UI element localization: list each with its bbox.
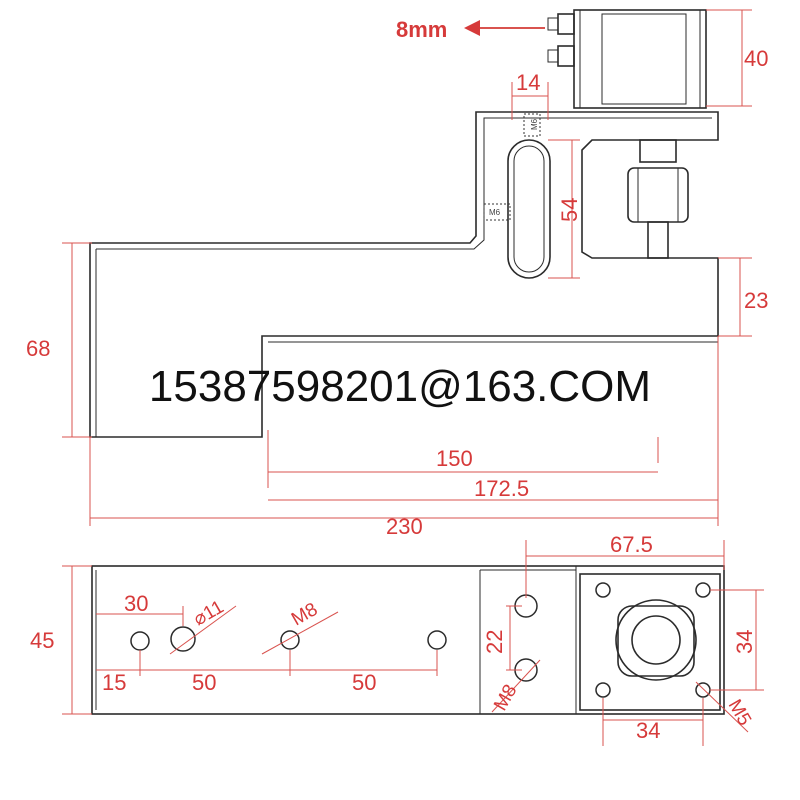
hole-15 — [130, 631, 150, 651]
length-150-dim: 150 — [436, 446, 473, 471]
m8-thread-dim: M8 — [288, 599, 321, 630]
spacing-34h-dim: 34 — [636, 718, 660, 743]
cylinder-height-dim: 40 — [744, 46, 768, 71]
center-boss-outer — [615, 599, 697, 681]
vertical-slot — [507, 139, 551, 279]
hole-11 — [170, 626, 196, 652]
mount-plate — [579, 573, 721, 711]
length-172-dim: 172.5 — [474, 476, 529, 501]
foot-height-dim: 23 — [744, 288, 768, 313]
bracket-inner — [96, 117, 712, 250]
email-watermark: 15387598201@163.COM — [148, 362, 652, 411]
length-230-dim: 230 — [386, 514, 423, 539]
offset-15-dim: 15 — [102, 670, 126, 695]
top-view: 45 30 ⌀11 M8 15 50 50 22 M8 67.5 — [30, 532, 764, 746]
offset-30-dim: 30 — [124, 591, 148, 616]
thread-mark-side — [483, 203, 511, 221]
hole-m5-tl — [595, 582, 611, 598]
m6-label-top: M6 — [530, 118, 539, 130]
hole-m5-br — [695, 682, 711, 698]
side-view: M6 M6 8mm 40 — [26, 9, 768, 539]
m6-label-side: M6 — [489, 208, 501, 217]
m5-thread-dim: M5 — [724, 696, 755, 729]
spacing-22-dim: 22 — [482, 630, 507, 654]
spacing-50b-dim: 50 — [352, 670, 376, 695]
spacing-34v-dim: 34 — [732, 630, 757, 654]
hole-m5-tr — [695, 582, 711, 598]
length-675-dim: 67.5 — [610, 532, 653, 557]
hole-m5-bl — [595, 682, 611, 698]
spacing-50a-dim: 50 — [192, 670, 216, 695]
hole-m8-a — [280, 630, 300, 650]
stroke-label: 8mm — [396, 17, 447, 42]
base-plate — [91, 565, 725, 715]
cylinder-fitting — [627, 139, 689, 259]
hole-end — [427, 630, 447, 650]
slot-width-dim: 14 — [516, 70, 540, 95]
thread-mark-top — [523, 113, 541, 137]
diameter-11-dim: ⌀11 — [190, 597, 227, 631]
width-45-dim: 45 — [30, 628, 54, 653]
bracket-outline — [89, 111, 719, 438]
base-height-dim: 68 — [26, 336, 50, 361]
air-cylinder — [547, 9, 707, 109]
slot-height-dim: 54 — [557, 198, 582, 222]
